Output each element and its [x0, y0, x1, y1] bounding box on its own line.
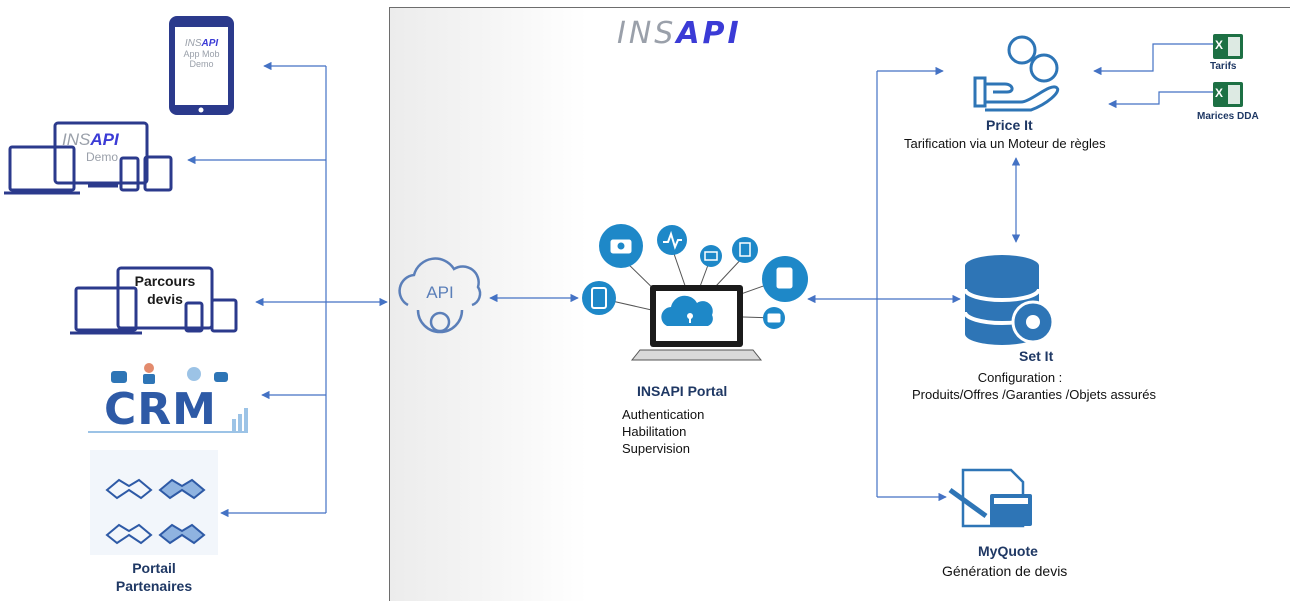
brand-title-suffix: API	[676, 16, 742, 51]
tarifs-label: Tarifs	[1210, 61, 1237, 72]
excel-icon	[1213, 34, 1243, 107]
excel-badge-1: X	[1215, 38, 1224, 52]
portal-title: INSAPI Portal	[637, 383, 728, 399]
mobile-line1: App Mob	[183, 49, 220, 59]
excel-badge-2: X	[1215, 86, 1224, 100]
web-demo-brand-suffix: API	[90, 130, 119, 149]
portal-feature-2: Habilitation	[622, 424, 687, 439]
mobile-line2: Demo	[189, 59, 214, 69]
set-it-line2: Produits/Offres /Garanties /Objets assur…	[912, 387, 1156, 402]
myquote-subtitle: Génération de devis	[942, 563, 1068, 579]
portal-feature-1: Authentication	[622, 407, 705, 422]
portail-line1: Portail	[132, 560, 176, 576]
handshake-icon	[105, 478, 153, 545]
price-it-title: Price It	[986, 117, 1033, 133]
web-demo-line1: Demo	[86, 150, 119, 164]
myquote-title: MyQuote	[978, 543, 1038, 559]
system-panel-background	[389, 7, 1290, 601]
matrices-label: Marices DDA	[1197, 111, 1259, 122]
web-demo-text: INSAPI Demo	[62, 130, 144, 164]
crm-icon	[88, 363, 248, 433]
price-it-subtitle: Tarification via un Moteur de règles	[904, 136, 1106, 151]
mobile-app-device	[169, 16, 234, 115]
left-connectors	[187, 61, 388, 518]
api-cloud-gear-icon	[398, 257, 482, 334]
portal-feature-3: Supervision	[622, 441, 690, 456]
set-it-title: Set It	[1019, 348, 1054, 364]
mobile-screen-text: INSAPI App Mob Demo	[175, 38, 228, 69]
mail-icon	[700, 245, 722, 267]
brand-title: INSAPI	[617, 16, 742, 51]
right-connectors	[807, 43, 1213, 502]
portail-line2: Partenaires	[115, 578, 193, 594]
api-label: API	[426, 283, 454, 302]
crm-label: CRM	[104, 384, 217, 435]
parcours-devis-devices	[70, 266, 238, 335]
bubble-glyphs	[591, 230, 793, 323]
database-gear-icon	[963, 255, 1055, 345]
brand-title-prefix: INS	[617, 16, 677, 51]
web-demo-devices	[4, 121, 173, 195]
parcours-devis-label: Parcours devis	[120, 272, 210, 308]
mobile-brand-prefix: INS	[184, 38, 202, 49]
mobile-brand-suffix: API	[201, 38, 219, 49]
coins-hand-icon	[973, 35, 1060, 112]
parcours-line2: devis	[147, 291, 183, 307]
laptop-devices-icon	[53, 121, 149, 185]
calculator-pen-icon	[948, 468, 1032, 528]
portal-features: Authentication Habilitation Supervision	[622, 406, 704, 457]
partner-portal-graphic	[90, 450, 218, 555]
web-demo-brand-prefix: INS	[62, 130, 91, 149]
portail-partenaires-label: Portail Partenaires	[90, 559, 218, 595]
devices-icon	[116, 266, 214, 330]
set-it-line1: Configuration :	[977, 370, 1063, 385]
tablet-icon	[582, 281, 616, 315]
document-icon	[732, 237, 758, 263]
parcours-line1: Parcours	[134, 273, 196, 289]
laptop-cloud-lock-icon	[630, 285, 763, 361]
